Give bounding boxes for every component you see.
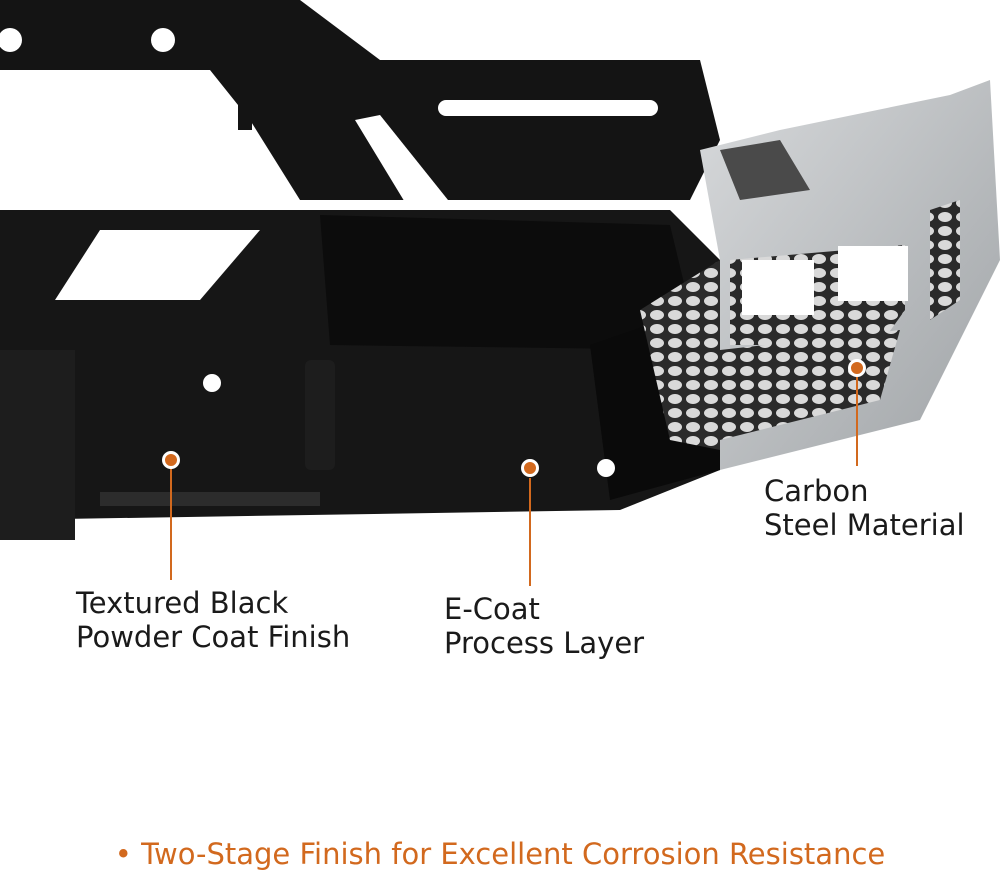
- steel-marker: [848, 359, 866, 377]
- powder-coat-leader-line: [170, 462, 172, 580]
- e-coat-label-line-2: Process Layer: [444, 626, 645, 660]
- feature-headline: • Two-Stage Finish for Excellent Corrosi…: [114, 837, 886, 871]
- steel-label: Carbon Steel Material: [764, 474, 965, 542]
- bumper-black-body: [0, 210, 720, 540]
- steel-label-line-2: Steel Material: [764, 508, 965, 542]
- bumper-steel-end: [700, 80, 1000, 470]
- powder-coat-label-line-1: Textured Black: [76, 586, 289, 620]
- e-coat-marker: [521, 459, 539, 477]
- steel-label-line-1: Carbon: [764, 474, 869, 508]
- bumper-product-image: [0, 0, 1000, 540]
- e-coat-label-line-1: E-Coat: [444, 592, 540, 626]
- powder-coat-label: Textured Black Powder Coat Finish: [76, 586, 350, 654]
- e-coat-leader-line: [529, 478, 531, 586]
- powder-coat-label-line-2: Powder Coat Finish: [76, 620, 351, 654]
- steel-leader-line: [856, 376, 858, 466]
- powder-coat-marker: [162, 451, 180, 469]
- e-coat-label: E-Coat Process Layer: [444, 592, 644, 660]
